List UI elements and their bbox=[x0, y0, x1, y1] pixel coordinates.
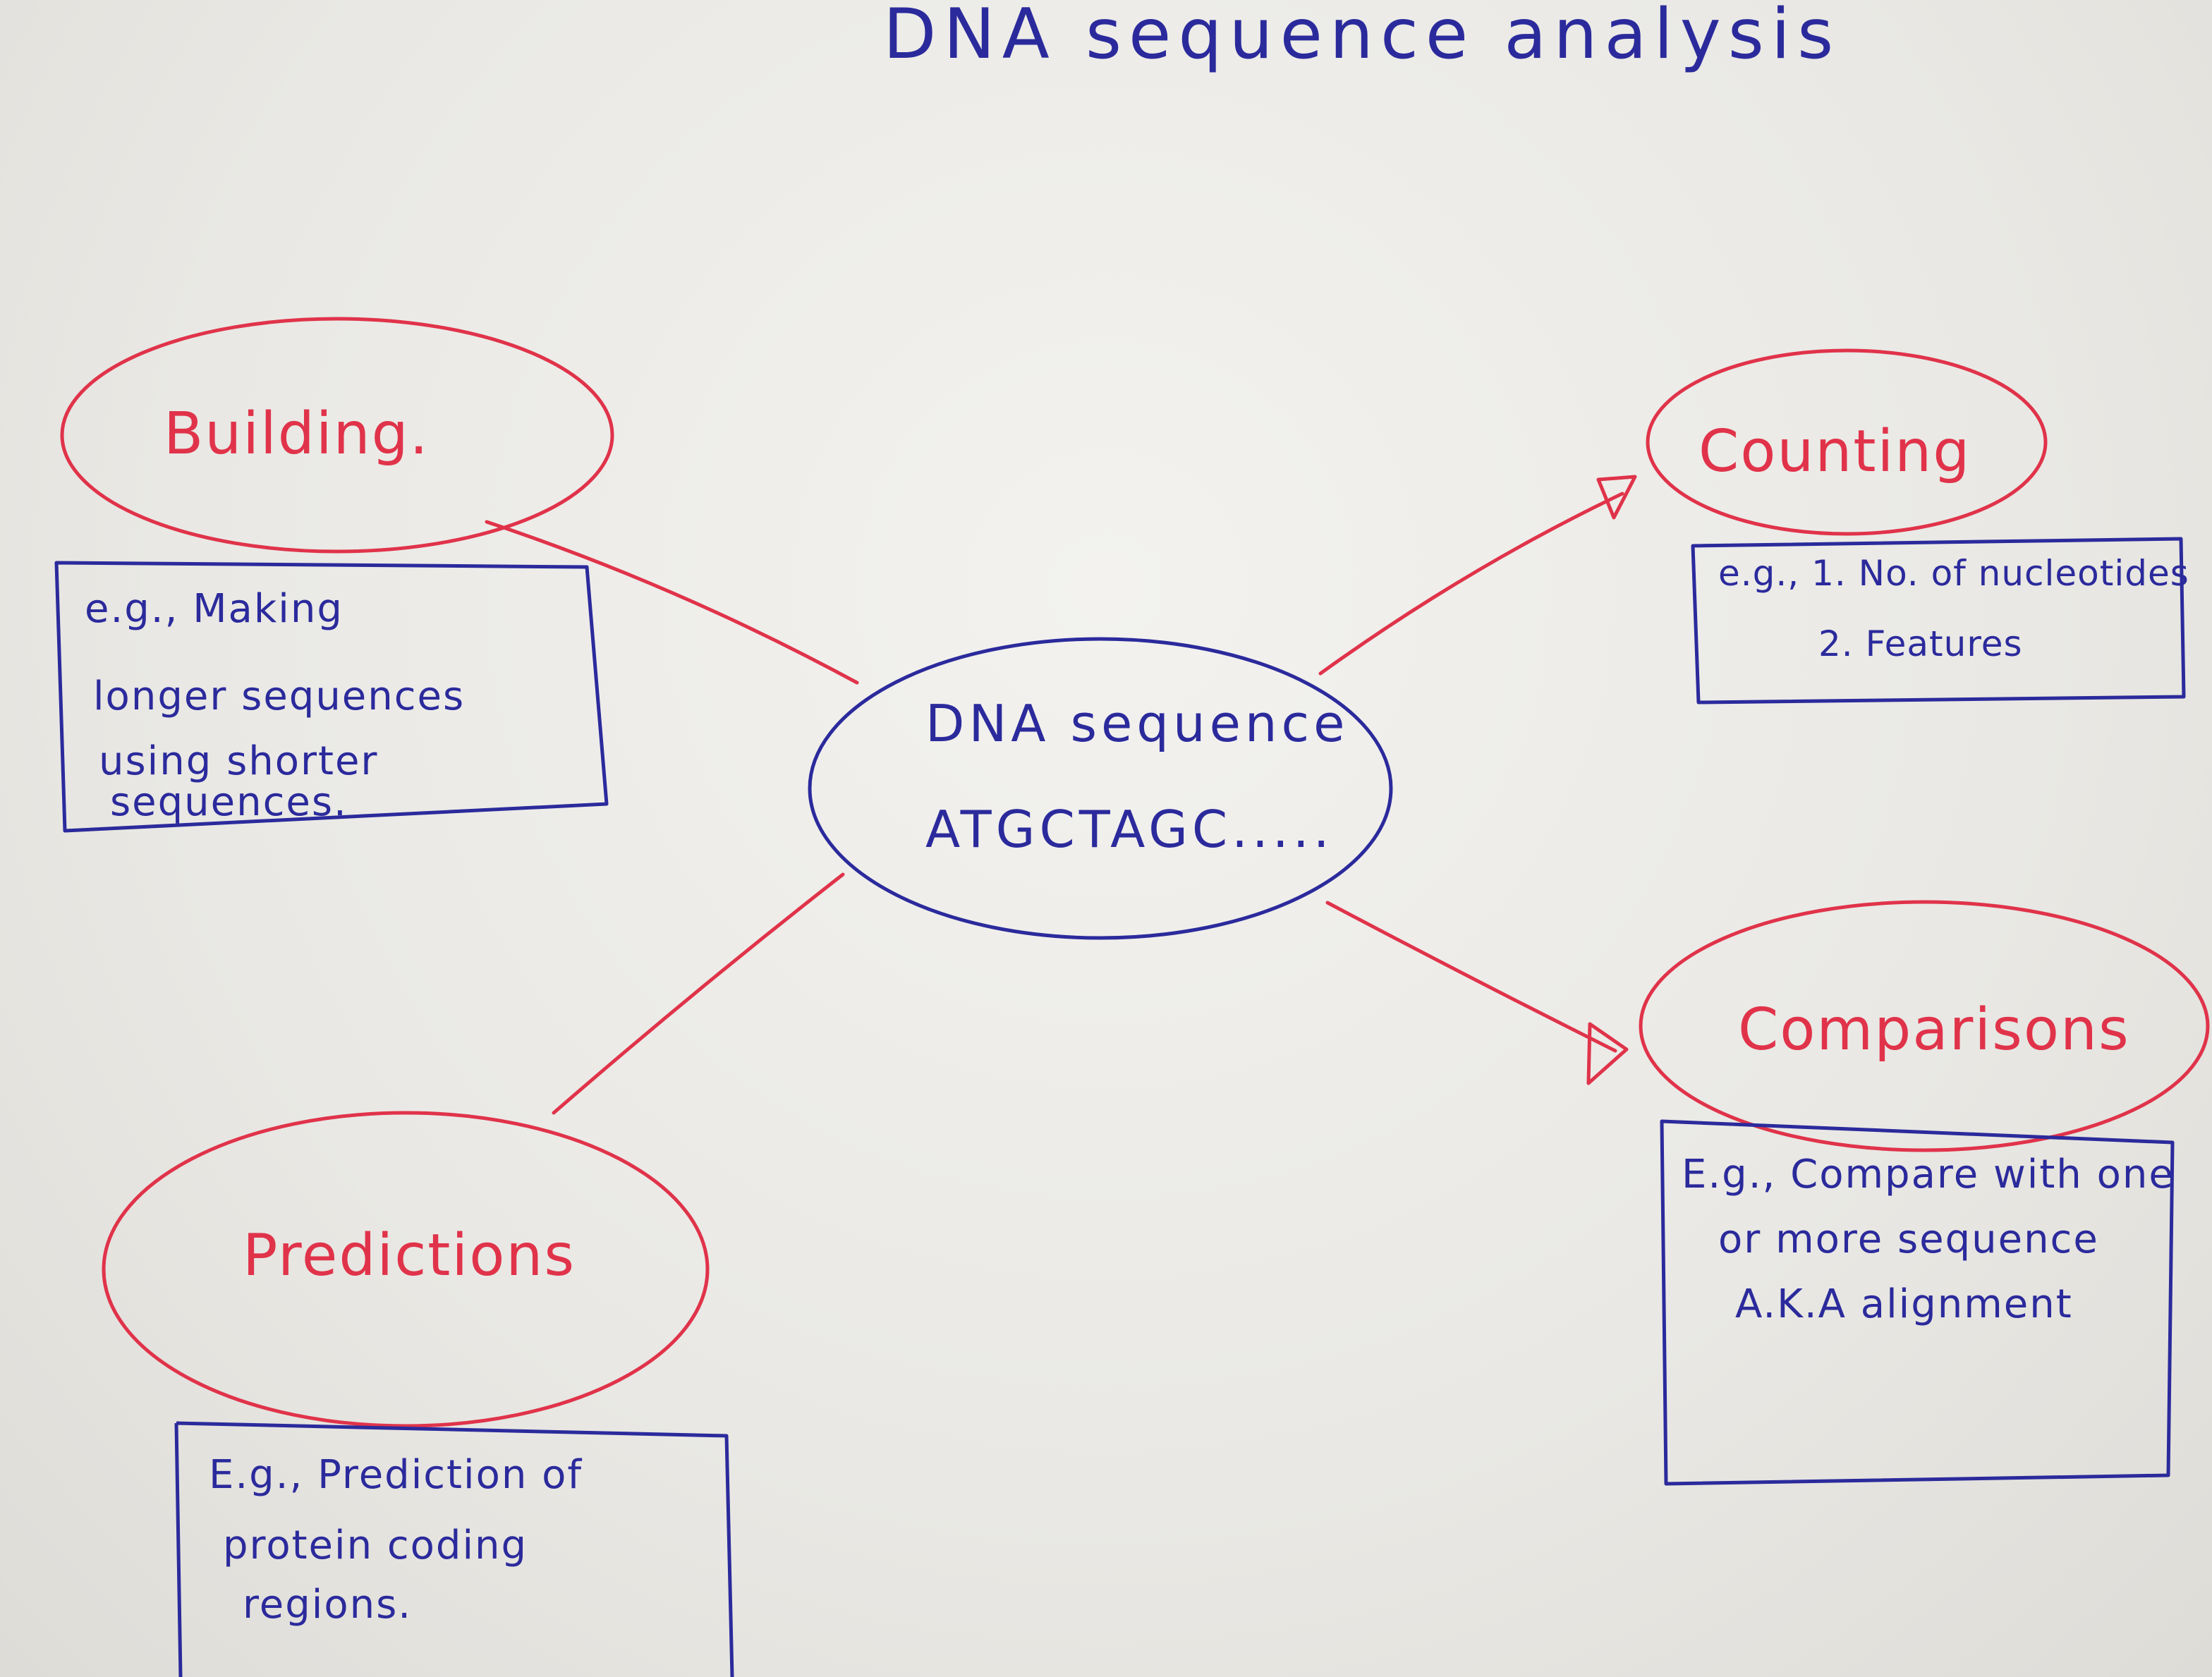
example-text-comparisons: or more sequence bbox=[1718, 1216, 2099, 1262]
arrowhead-counting bbox=[1596, 475, 1637, 520]
box-predictions bbox=[174, 1421, 734, 1677]
node-label-comparisons: Comparisons bbox=[1738, 996, 2130, 1063]
ellipse-comparisons bbox=[1639, 900, 2210, 1152]
center-label-dna: DNA sequence bbox=[925, 694, 1349, 753]
node-label-counting: Counting bbox=[1699, 418, 1971, 485]
example-text-building: sequences. bbox=[110, 779, 348, 825]
ellipse-predictions bbox=[102, 1111, 710, 1428]
example-text-building: longer sequences bbox=[93, 673, 466, 719]
ellipse-counting bbox=[1646, 348, 2048, 536]
example-text-comparisons: E.g., Compare with one bbox=[1682, 1152, 2175, 1197]
box-building bbox=[54, 561, 609, 833]
ellipse-center bbox=[808, 637, 1393, 940]
example-text-predictions: E.g., Prediction of bbox=[209, 1452, 583, 1498]
box-comparisons bbox=[1660, 1119, 2175, 1486]
example-text-predictions: regions. bbox=[243, 1582, 413, 1628]
connector-predictions bbox=[552, 872, 845, 1115]
center-label-sequence: ATGCTAGC..... bbox=[925, 800, 1334, 859]
connector-comparisons bbox=[1325, 901, 1617, 1053]
node-label-building: Building. bbox=[164, 401, 430, 468]
box-counting bbox=[1691, 537, 2186, 705]
example-text-counting: e.g., 1. No. of nucleotides bbox=[1718, 553, 2189, 594]
example-text-building: using shorter bbox=[99, 738, 379, 784]
connector-counting bbox=[1318, 492, 1624, 676]
node-label-predictions: Predictions bbox=[243, 1222, 576, 1289]
example-text-counting: 2. Features bbox=[1818, 623, 2023, 664]
page-title: DNA sequence analysis bbox=[883, 0, 1841, 75]
ellipse-building bbox=[60, 317, 614, 554]
example-text-comparisons: A.K.A alignment bbox=[1735, 1281, 2073, 1327]
arrowhead-comparisons bbox=[1586, 1022, 1629, 1085]
connector-building bbox=[485, 520, 859, 685]
example-text-building: e.g., Making bbox=[85, 586, 344, 632]
example-text-predictions: protein coding bbox=[223, 1523, 528, 1568]
